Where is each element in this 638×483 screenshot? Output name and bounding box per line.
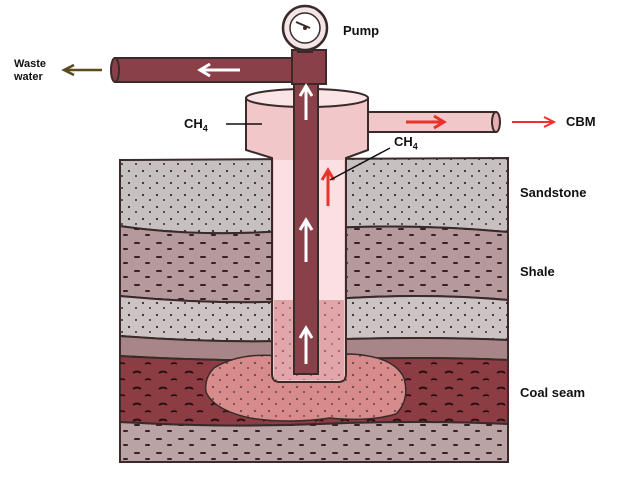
ch4-label-right: CH4: [394, 134, 418, 152]
water-arrow-up-3: [298, 325, 314, 364]
shale-label: Shale: [520, 264, 555, 279]
water-arrow-left: [197, 62, 240, 78]
ch4-label-left: CH4: [184, 116, 208, 134]
gas-flow-arrows: [61, 63, 557, 206]
cbm-label: CBM: [566, 114, 596, 129]
water-flow-arrows: [197, 62, 314, 364]
sandstone-label: Sandstone: [520, 185, 587, 200]
rock-layers: [119, 156, 509, 463]
coal-seam-label: Coal seam: [520, 385, 586, 400]
leader-lines: [226, 123, 391, 181]
gas-arrow-up: [320, 167, 336, 206]
cbm-out-arrow: [512, 116, 557, 128]
pump-label: Pump: [343, 23, 380, 38]
gas-arrow-right: [406, 114, 447, 130]
waste-water-out-arrow: [61, 63, 102, 77]
water-arrow-up-1: [298, 83, 314, 120]
waste-water-label-line2: water: [14, 71, 43, 83]
pump-icon: [281, 4, 329, 53]
waste-water-label-line1: Waste: [14, 58, 46, 70]
water-arrow-up-2: [298, 217, 314, 262]
